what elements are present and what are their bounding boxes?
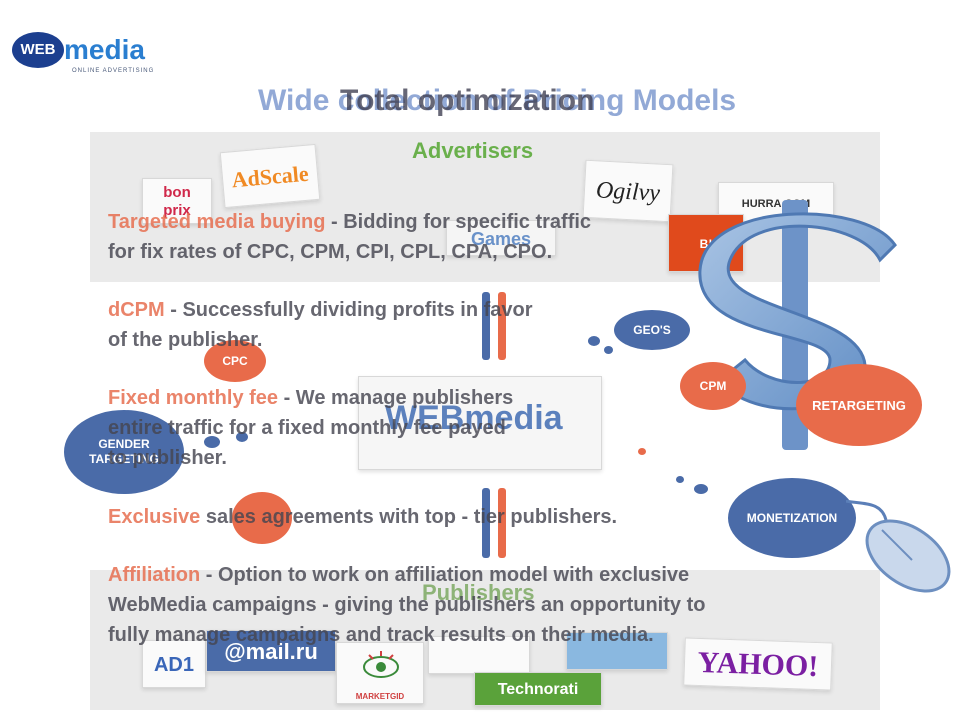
bonprix-line-2: prix xyxy=(163,202,191,219)
connector-bar xyxy=(482,292,490,360)
logo-badge: WEB xyxy=(12,32,64,68)
item-text: - Successfully dividing profits in favor xyxy=(164,299,533,321)
geos-cloud: GEO'S xyxy=(614,310,690,350)
ogilvy-logo-tile: Ogilvy xyxy=(582,159,674,223)
yahoo-logo-tile: YAHOO! xyxy=(683,637,833,691)
ad1-logo-tile: AD1 xyxy=(142,640,206,688)
publishers-heading: Publishers xyxy=(422,580,535,605)
item-text: fully manage campaigns and track results… xyxy=(108,624,654,646)
ghost-title: Wide collection of Pricing Models xyxy=(258,84,737,117)
pricing-item-dcpm: dCPM - Successfully dividing profits in … xyxy=(108,295,533,355)
item-text: entire traffic for a fixed monthly fee p… xyxy=(108,417,506,439)
connector-bar xyxy=(498,292,506,360)
gender-targeting-cloud: GENDER TARGETING xyxy=(64,410,184,494)
advertisers-heading: Advertisers xyxy=(412,138,534,163)
item-text: sales agreements with top - tier publish… xyxy=(200,506,618,528)
logo-word: media xyxy=(64,34,145,66)
marketgid-text: MARKETGID xyxy=(355,692,405,701)
logo-word-media: media xyxy=(64,34,145,65)
decor-dot xyxy=(638,448,646,455)
decor-dot xyxy=(694,484,708,494)
computer-mouse-icon xyxy=(846,500,951,593)
item-text: WebMedia campaigns - giving the publishe… xyxy=(108,594,706,616)
pricing-item-targeted-media: Targeted media buying - Bidding for spec… xyxy=(108,207,591,267)
decor-dot xyxy=(604,346,613,354)
main-title: Total optimization xyxy=(340,84,595,117)
pricing-item-exclusive: Exclusive sales agreements with top - ti… xyxy=(108,502,617,532)
item-key: dCPM xyxy=(108,299,165,321)
decor-dot xyxy=(204,436,220,448)
technorati-logo-tile: Technorati xyxy=(474,672,602,706)
mailru-logo-tile: @mail.ru xyxy=(206,630,336,672)
webmedia-logo: WEB media ONLINE ADVERTISING xyxy=(12,28,162,78)
monetization-cloud: MONETIZATION xyxy=(728,478,856,558)
bonprix-logo-tile: bon prix xyxy=(142,178,212,224)
games-logo-tile: Games xyxy=(446,220,556,256)
decor-dot xyxy=(236,432,248,442)
webmedia-center-tile: WEBmedia xyxy=(358,376,602,470)
cpc-cloud: CPC xyxy=(204,340,266,382)
center-logo-text: WEBmedia xyxy=(385,399,563,437)
connector-bar xyxy=(498,488,506,558)
cpm-cloud: CPM xyxy=(680,362,746,410)
item-key: Fixed monthly fee xyxy=(108,387,279,409)
pricing-item-affiliation: Affiliation - Option to work on affiliat… xyxy=(108,560,705,650)
item-text: - We manage publishers xyxy=(278,387,514,409)
item-key: Exclusive xyxy=(108,506,201,528)
adscale-logo-tile: AdScale xyxy=(219,143,321,209)
decor-dot xyxy=(676,476,684,483)
item-key: Affiliation xyxy=(108,564,201,586)
blue-publisher-logo-tile xyxy=(566,632,668,670)
item-text: - Bidding for specific traffic xyxy=(325,211,592,233)
item-key: Targeted media buying xyxy=(108,211,326,233)
item-text: for fix rates of CPC, CPM, CPI, CPL, CPA… xyxy=(108,241,553,263)
connector-bar xyxy=(482,488,490,558)
eye-icon xyxy=(363,651,399,678)
item-text: to publisher. xyxy=(108,447,227,469)
marketgid-logo-tile: MARKETGID xyxy=(336,642,424,704)
item-text: - Option to work on affiliation model wi… xyxy=(200,564,690,586)
retargeting-cloud: RETARGETING xyxy=(796,364,922,446)
orange-cloud xyxy=(232,492,292,544)
liveinternet-logo-tile xyxy=(428,636,530,674)
pricing-item-fixed-fee: Fixed monthly fee - We manage publishers… xyxy=(108,383,513,473)
bonprix-line-1: bon xyxy=(163,184,191,201)
decor-dot xyxy=(588,336,600,346)
logo-tagline: ONLINE ADVERTISING xyxy=(72,68,155,74)
item-text: of the publisher. xyxy=(108,329,263,351)
